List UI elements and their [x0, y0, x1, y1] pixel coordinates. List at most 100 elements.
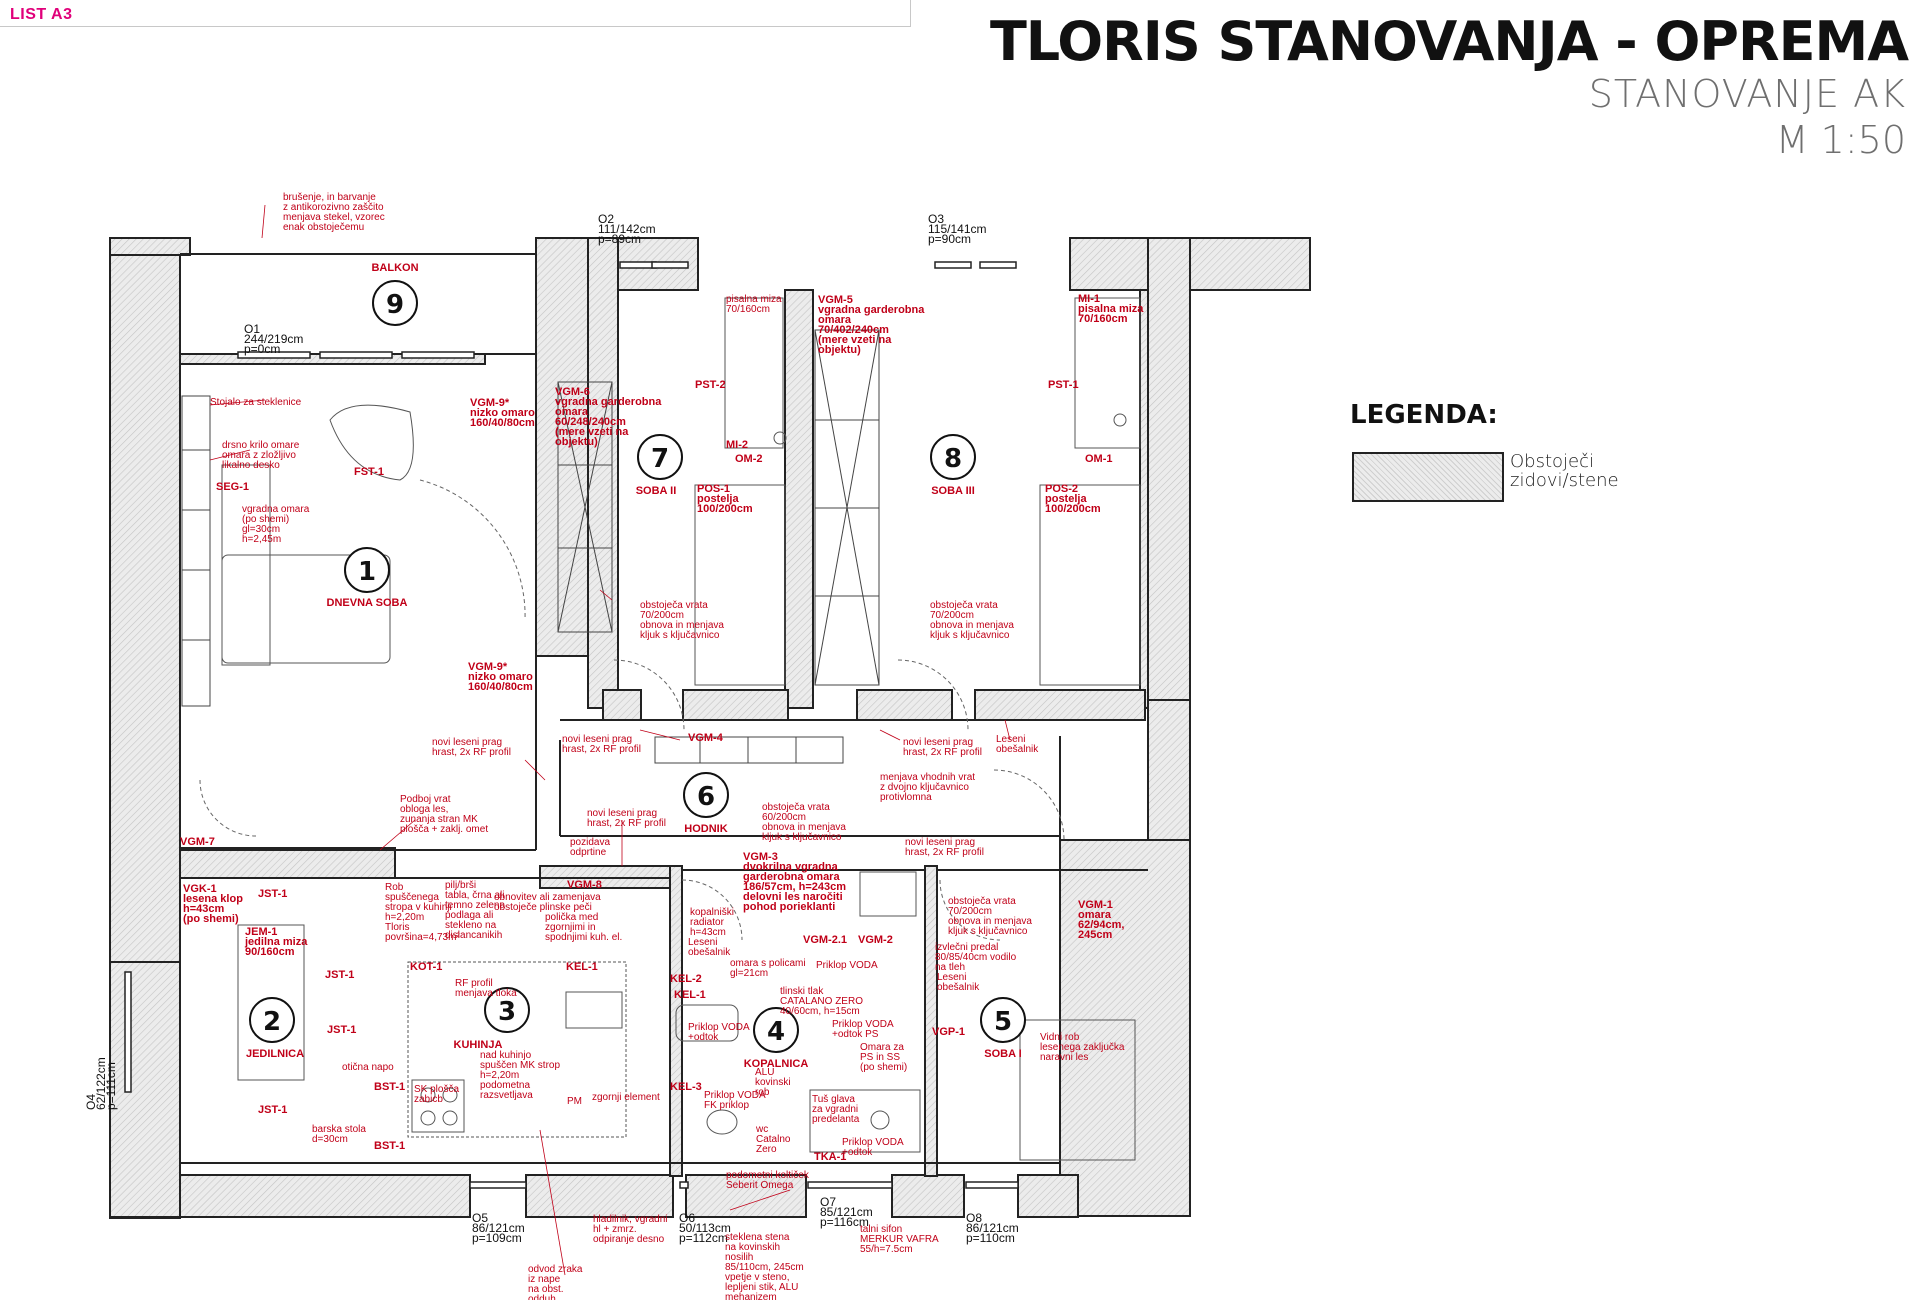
svg-text:9: 9 — [386, 290, 404, 320]
note-fst1: FST-1 — [354, 466, 384, 478]
svg-text:6: 6 — [697, 782, 715, 812]
note-pst2: PST-2 — [695, 379, 726, 391]
room-3: 3 KUHINJA — [454, 987, 530, 1051]
note-kot1: KOT-1 — [410, 961, 442, 973]
svg-text:4: 4 — [767, 1017, 785, 1047]
room-9: 9 BALKON — [371, 262, 419, 326]
furniture — [221, 297, 1141, 1161]
frame-line — [0, 26, 910, 27]
svg-text:KOPALNICA: KOPALNICA — [744, 1058, 809, 1070]
note-vgm7: VGM-7 — [180, 836, 215, 848]
svg-text:SOBA III: SOBA III — [931, 485, 975, 497]
note-mi2: MI-2 — [726, 439, 748, 451]
room-8: 8 SOBA III — [930, 434, 976, 497]
note-jst1a: JST-1 — [258, 888, 287, 900]
note-jst1d: JST-1 — [258, 1104, 287, 1116]
drawing-subtitle: STANOVANJE AK — [1588, 72, 1906, 116]
note-vgm21: VGM-2.1 — [803, 934, 847, 946]
frame-line — [910, 0, 911, 27]
room-5: 5 SOBA I — [980, 997, 1026, 1060]
room-1: 1 DNEVNA SOBA — [327, 547, 408, 609]
legend-wall-label: Obstoječi zidovi/stene — [1510, 451, 1619, 491]
note-stojalo: Stojalo za steklenice — [210, 397, 302, 408]
room-labels: 9 BALKON 1 DNEVNA SOBA 7 SOBA II 8 SOBA … — [246, 262, 1026, 1070]
existing-walls — [109, 237, 1311, 1219]
svg-text:5: 5 — [994, 1007, 1012, 1037]
svg-text:1: 1 — [358, 557, 376, 587]
door-swings — [199, 479, 1065, 941]
svg-text:DNEVNA SOBA: DNEVNA SOBA — [327, 597, 408, 609]
note-kel2: KEL-2 — [670, 973, 702, 985]
note-tka1: TKA-1 — [814, 1151, 846, 1163]
note-bst1a: BST-1 — [374, 1081, 405, 1093]
room-2: 2 JEDILNICA — [246, 997, 304, 1060]
note-seg1: SEG-1 — [216, 481, 249, 493]
svg-text:2: 2 — [263, 1007, 281, 1037]
svg-text:SOBA I: SOBA I — [984, 1048, 1022, 1060]
note-zgornji: zgornji element — [592, 1092, 660, 1103]
svg-text:8: 8 — [944, 444, 962, 474]
svg-text:7: 7 — [651, 444, 669, 474]
svg-text:JEDILNICA: JEDILNICA — [246, 1048, 304, 1060]
sheet-tag: LIST A3 — [10, 6, 73, 23]
svg-text:BALKON: BALKON — [371, 262, 418, 274]
drawing-title: TLORIS STANOVANJA - OPREMA — [989, 10, 1909, 73]
partitions — [180, 253, 1149, 1164]
note-prikljvoda2: Priklop VODA+odtok — [688, 1022, 750, 1043]
note-prikljvoda4: Priklop VODA+odtok — [842, 1137, 904, 1158]
room-7: 7 SOBA II — [636, 434, 683, 497]
room-4: 4 KOPALNICA — [744, 1007, 809, 1070]
legend-wall-swatch — [1352, 452, 1504, 502]
note-vgm4: VGM-4 — [688, 732, 724, 744]
note-prikljvoda3: Priklop VODA+odtok PS — [832, 1019, 894, 1040]
legend-title: LEGENDA: — [1350, 400, 1498, 430]
note-pm: PM — [567, 1096, 582, 1107]
